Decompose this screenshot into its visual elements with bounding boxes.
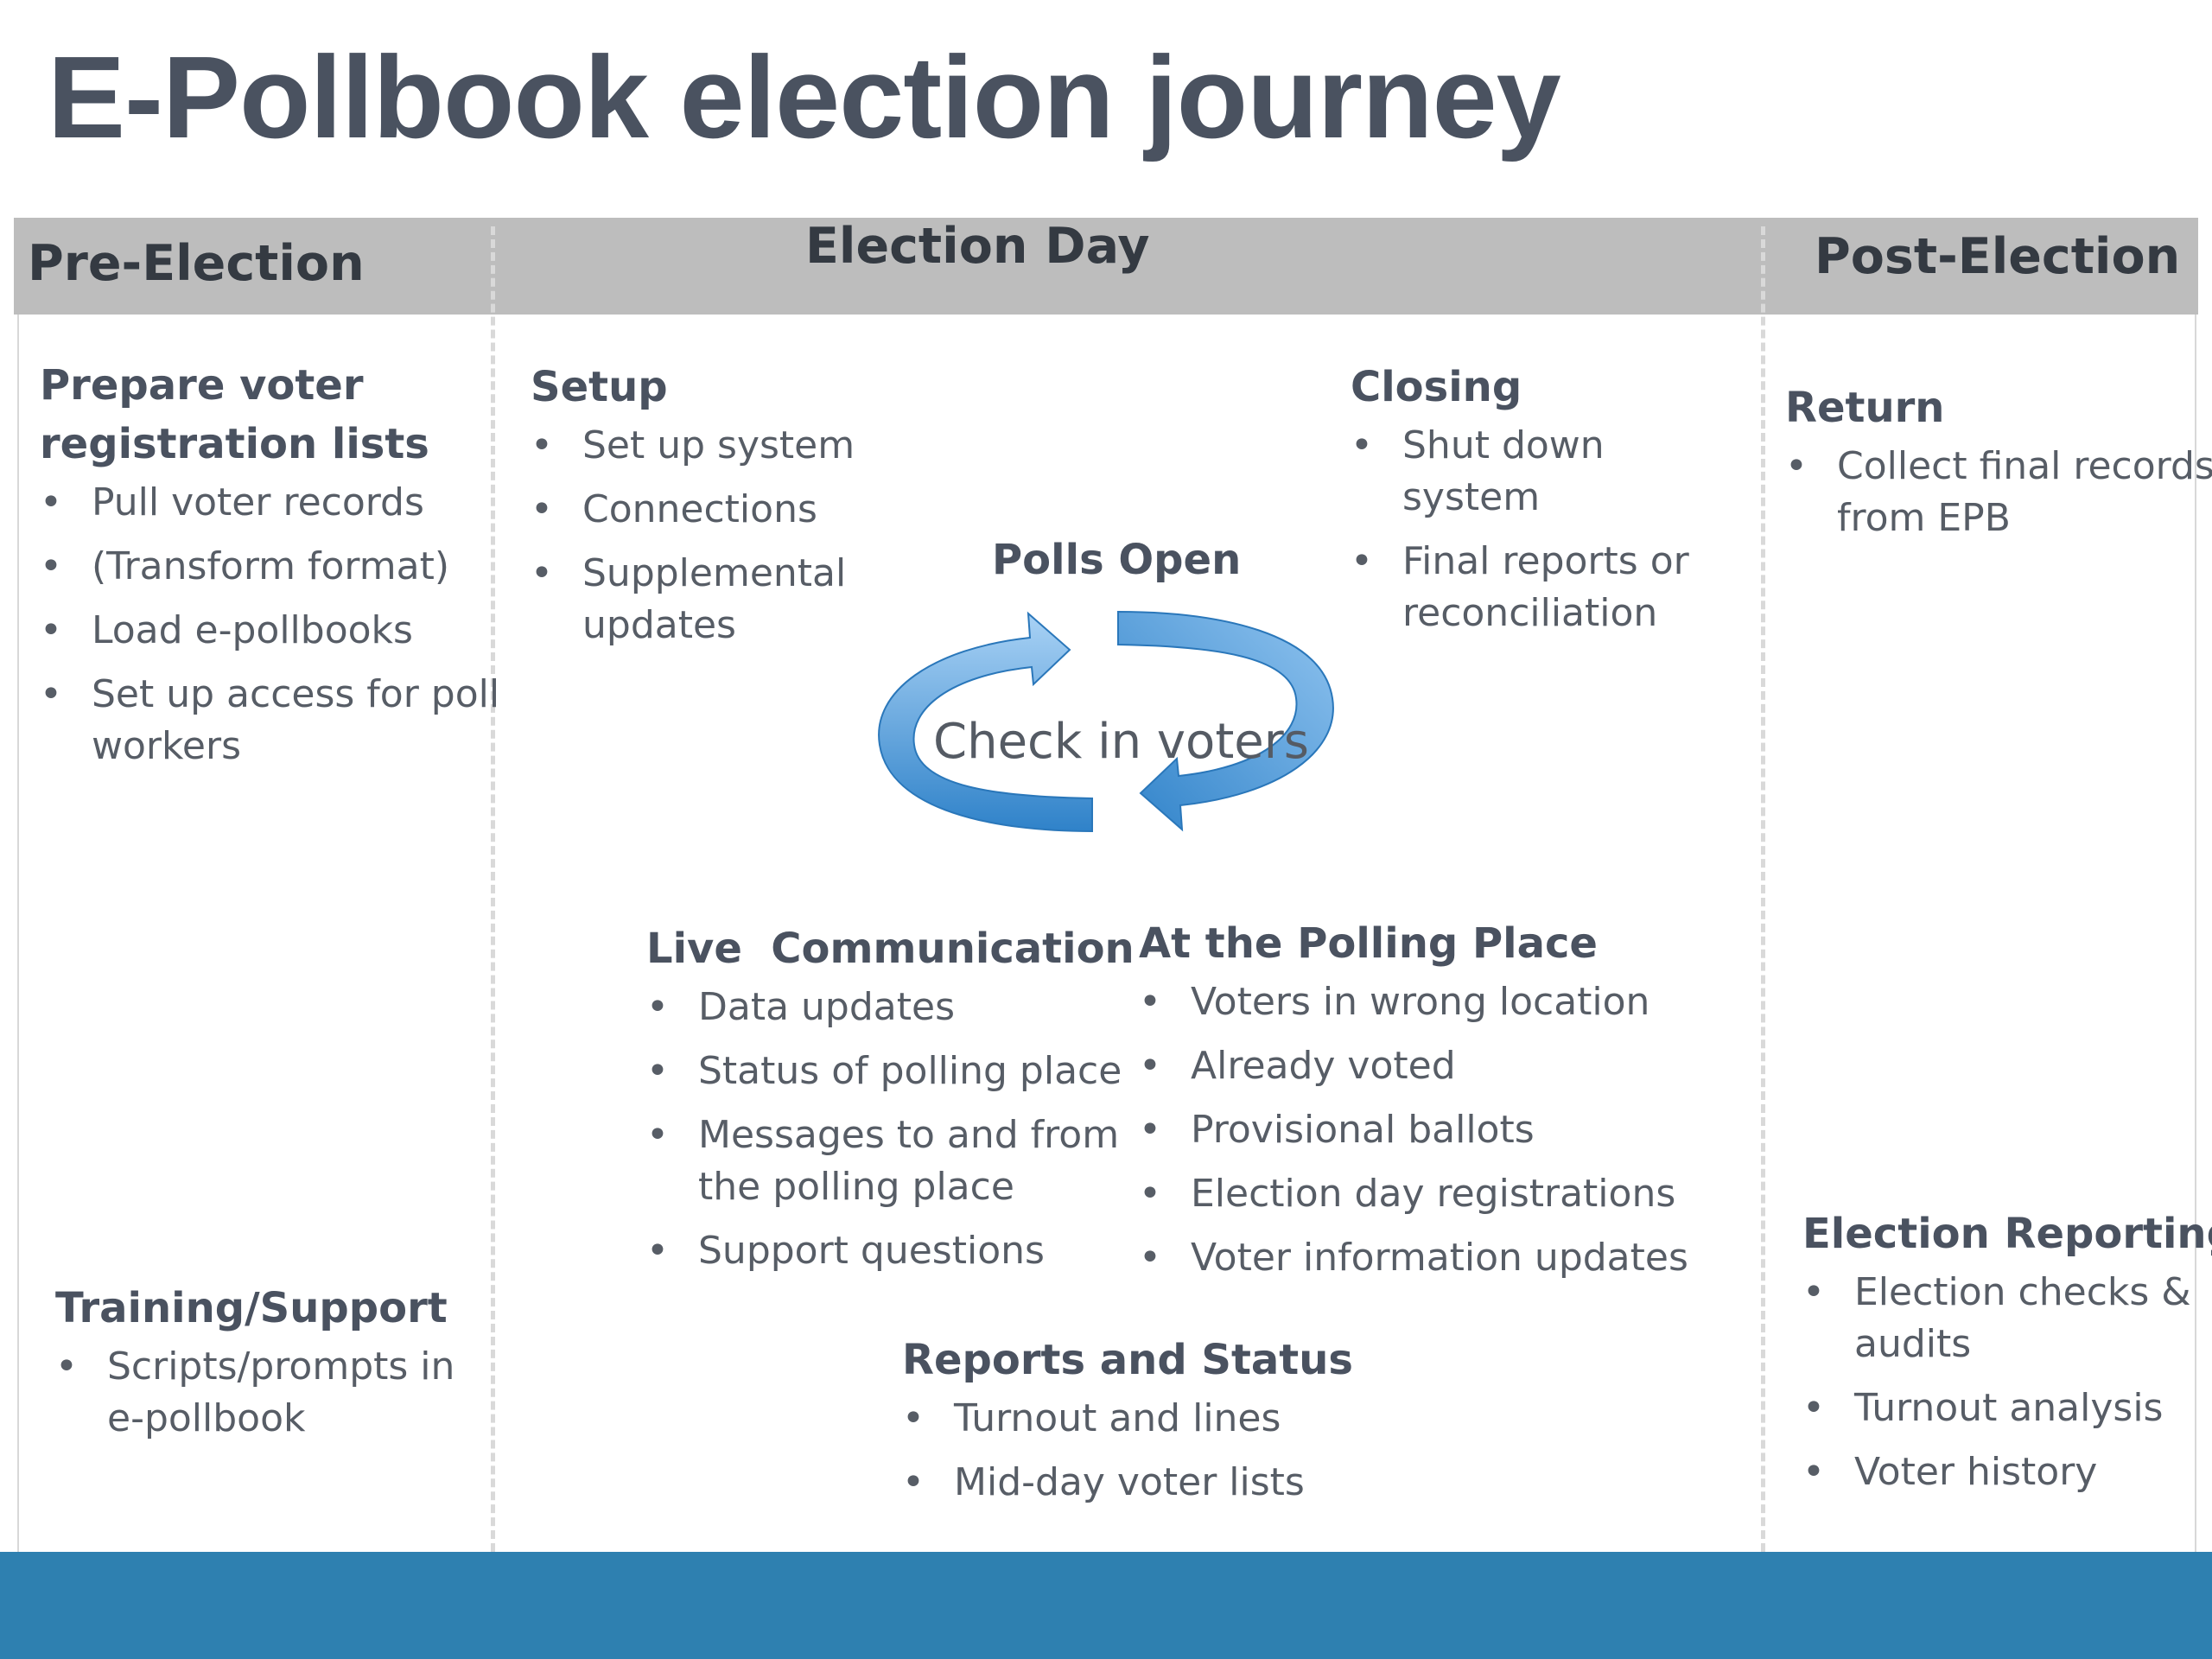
page-title: E-Pollbook election journey — [48, 32, 1561, 162]
list-item: Pull voter records — [40, 477, 499, 529]
divider-pre-day — [491, 226, 495, 1552]
header-post-election: Post-Election — [1815, 228, 2181, 285]
check-in-voters-label: Check in voters — [933, 714, 1309, 770]
list-item: (Transform format) — [40, 541, 499, 593]
footer-bar — [0, 1552, 2212, 1659]
section-prepare-lists: Prepare voter registration lists Pull vo… — [40, 356, 499, 772]
list-item: Data updates — [646, 982, 1135, 1033]
list-item: Scripts/prompts ine-pollbook — [55, 1341, 454, 1445]
cycle-arrow-left — [878, 611, 1093, 833]
list-item: Support questions — [646, 1225, 1135, 1277]
header-election-day: Election Day — [805, 218, 1150, 275]
list-item: Already voted — [1139, 1040, 1688, 1092]
section-title: Election Reporting — [1802, 1210, 2212, 1258]
left-border — [17, 315, 19, 1552]
section-live-communication: Live Communication Data updates Status o… — [646, 919, 1135, 1289]
list-item: Set up system — [531, 420, 855, 472]
section-election-reporting: Election Reporting Election checks &audi… — [1802, 1205, 2212, 1510]
title-line-1: Prepare voter — [40, 361, 364, 410]
phase-header-band — [14, 218, 2198, 315]
section-setup: Setup Set up system Connections Suppleme… — [531, 358, 855, 664]
section-title: At the Polling Place — [1139, 919, 1598, 968]
list-item: Load e-pollbooks — [40, 605, 499, 657]
section-title: Closing — [1351, 363, 1522, 411]
list-item: Turnout and lines — [902, 1393, 1353, 1445]
list-item: Mid-day voter lists — [902, 1457, 1353, 1509]
list-item: Connections — [531, 484, 855, 536]
header-pre-election: Pre-Election — [28, 235, 365, 292]
cycle-arrow-icon — [878, 610, 1334, 833]
list-item: Voter information updates — [1139, 1232, 1688, 1284]
list-item: Status of polling place — [646, 1046, 1135, 1097]
right-border — [2195, 315, 2196, 1552]
cycle-arrow-right — [1117, 610, 1334, 832]
section-title: Reports and Status — [902, 1336, 1353, 1384]
section-reports-status: Reports and Status Turnout and lines Mid… — [902, 1331, 1353, 1521]
list-item: Election day registrations — [1139, 1168, 1688, 1220]
list-item: Election checks &audits — [1802, 1267, 2212, 1370]
section-polling-place: At the Polling Place Voters in wrong loc… — [1139, 914, 1688, 1296]
list-item: Voters in wrong location — [1139, 976, 1688, 1028]
section-title: Prepare voter registration lists — [40, 356, 499, 474]
section-title: Training/Support — [55, 1284, 448, 1332]
title-line-2: registration lists — [40, 420, 429, 468]
list-item: Voter history — [1802, 1446, 2212, 1498]
section-training-support: Training/Support Scripts/prompts ine-pol… — [55, 1279, 454, 1457]
list-item: Turnout analysis — [1802, 1382, 2212, 1434]
divider-day-post — [1761, 226, 1765, 1552]
section-title: Live Communication — [646, 925, 1135, 973]
section-title: Return — [1785, 384, 1945, 432]
section-title: Setup — [531, 363, 668, 411]
list-item: Provisional ballots — [1139, 1104, 1688, 1156]
polls-open-label: Polls Open — [992, 536, 1242, 584]
